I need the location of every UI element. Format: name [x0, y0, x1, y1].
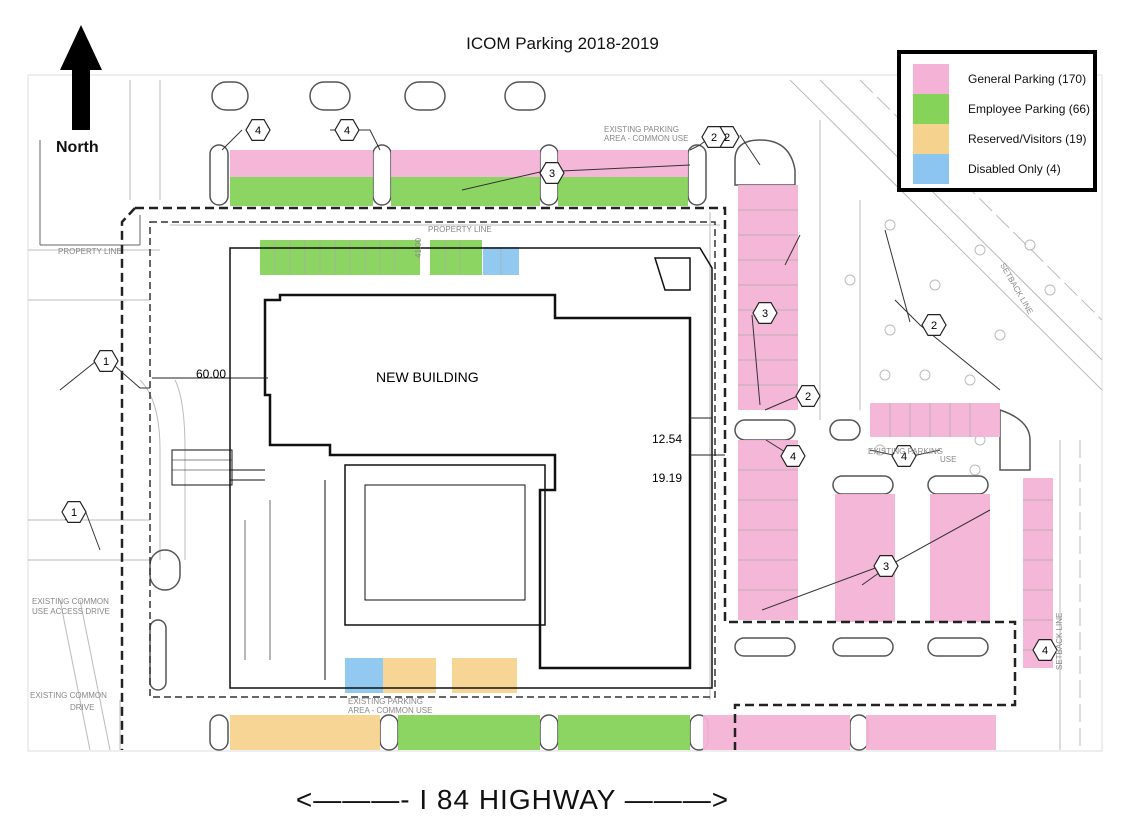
- common-use-bottom: AREA - COMMON USE: [348, 706, 432, 715]
- zone-reserved: [230, 715, 380, 750]
- dimension-12: 12.54: [652, 432, 682, 446]
- legend-label: Employee Parking (66): [968, 102, 1091, 116]
- zone-employee: [391, 177, 540, 206]
- dimension-60: 60.00: [196, 367, 226, 381]
- legend-swatch: [913, 154, 949, 184]
- callout-hexagon: [780, 445, 806, 467]
- existing-common-label: EXISTING COMMON: [30, 691, 107, 700]
- callout-hexagon: [539, 162, 565, 184]
- zone-general: [1023, 478, 1053, 668]
- legend-item-disabled: Disabled Only (4): [913, 154, 1093, 184]
- existing-parking-top: EXISTING PARKING: [604, 125, 679, 134]
- dimension-lines: [152, 377, 725, 456]
- zone-disabled: [345, 658, 383, 693]
- callout-hexagon: [61, 501, 87, 524]
- legend: General Parking (170) Employee Parking (…: [897, 50, 1097, 192]
- callout-number: 3: [549, 168, 555, 180]
- existing-parking-bottom: EXISTING PARKING: [348, 697, 423, 706]
- callout-hexagon: [873, 554, 899, 578]
- callout-hexagon: [245, 118, 271, 141]
- zone-general: [870, 403, 1000, 437]
- callout-hexagon: [795, 385, 821, 407]
- setback-line-bottom-right: SETBACK LINE: [1055, 613, 1064, 670]
- zone-general: [703, 715, 850, 750]
- zone-employee: [430, 240, 482, 275]
- callout-number: 4: [255, 125, 261, 137]
- legend-item-reserved: Reserved/Visitors (19): [913, 124, 1093, 154]
- callout-number: 1: [103, 356, 109, 368]
- legend-swatch: [913, 124, 949, 154]
- common-use-top: AREA - COMMON USE: [604, 134, 688, 143]
- callout-number: 1: [71, 507, 77, 519]
- legend-label: Reserved/Visitors (19): [968, 132, 1087, 146]
- callout-number: 2: [711, 132, 717, 144]
- inner-boundary: [149, 221, 716, 698]
- callout-number: 2: [724, 132, 730, 144]
- callout-number: 4: [1042, 645, 1048, 657]
- north-label: North: [56, 139, 99, 156]
- page-title: ICOM Parking 2018-2019: [466, 34, 659, 53]
- zone-employee: [558, 177, 688, 206]
- legend-label: Disabled Only (4): [968, 162, 1061, 176]
- zone-employee: [230, 177, 373, 206]
- north-arrow-icon: [60, 25, 102, 130]
- building-label: NEW BUILDING: [376, 369, 479, 385]
- drive-label: DRIVE: [70, 703, 94, 712]
- zone-general: [866, 715, 996, 750]
- zone-general: [391, 150, 540, 177]
- callout-hexagon: [1032, 638, 1058, 662]
- callout-hexagon: [921, 314, 947, 336]
- zone-reserved: [452, 658, 517, 693]
- highway-label: <———- I 84 HIGHWAY ———>: [295, 784, 730, 815]
- zone-general: [738, 185, 798, 410]
- zone-employee: [260, 240, 420, 275]
- callout-number: 4: [344, 125, 350, 137]
- building-footprint: [171, 247, 713, 689]
- legend-swatch: [913, 94, 949, 124]
- legend-item-employee: Employee Parking (66): [913, 94, 1093, 124]
- access-drive-1: EXISTING COMMON: [32, 597, 109, 606]
- callout-number: 3: [762, 308, 768, 320]
- callout-number: 2: [931, 320, 937, 332]
- callout-number: 3: [883, 561, 889, 573]
- zone-employee: [558, 715, 690, 750]
- existing-parking-right: EXISTING PARKING: [868, 447, 943, 456]
- dimension-41: 41.00: [414, 237, 423, 258]
- callout-number: 4: [790, 451, 796, 463]
- property-line-top: PROPERTY LINE: [428, 225, 492, 234]
- property-line-left: PROPERTY LINE: [58, 247, 122, 256]
- legend-swatch: [913, 64, 949, 94]
- access-drive-2: USE ACCESS DRIVE: [32, 607, 110, 616]
- zone-general: [558, 150, 688, 177]
- callout-number: 4: [901, 451, 907, 463]
- callout-hexagon: [334, 118, 360, 141]
- zone-reserved: [383, 658, 436, 693]
- zone-general: [930, 494, 990, 622]
- callout-number: 2: [805, 391, 811, 403]
- legend-item-general: General Parking (170): [913, 64, 1093, 94]
- legend-label: General Parking (170): [968, 72, 1087, 86]
- callout-hexagon: [891, 445, 917, 467]
- callout-hexagon: [93, 350, 119, 372]
- callout-hexagon: [701, 125, 727, 148]
- dimension-19: 19.19: [652, 471, 682, 485]
- zone-general: [230, 150, 373, 177]
- setback-line-right: SETBACK LINE: [998, 262, 1034, 316]
- existing-parking-use: USE: [940, 455, 956, 464]
- callout-hexagon: [752, 302, 778, 324]
- zone-employee: [398, 715, 540, 750]
- site-boundary: [120, 206, 1017, 750]
